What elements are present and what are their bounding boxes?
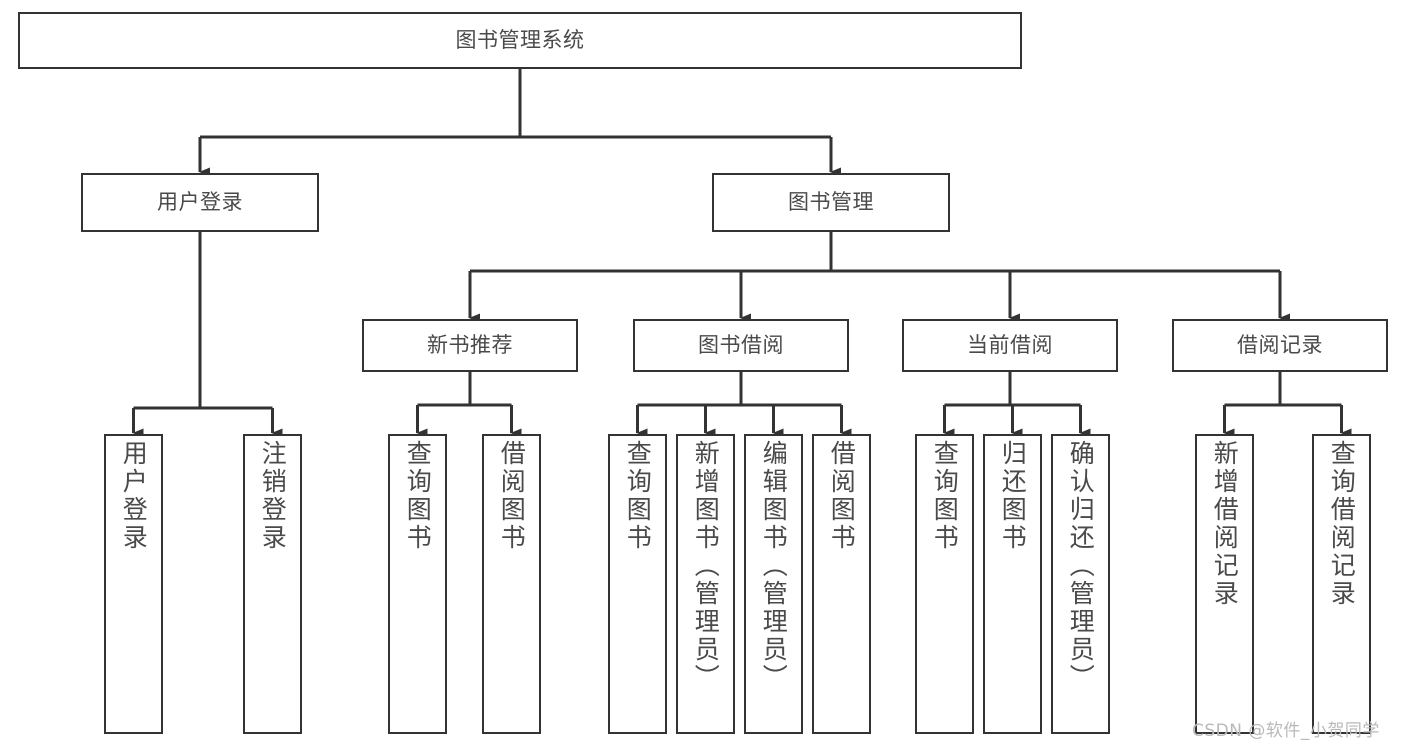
node-new-book-rec[interactable]: 新书推荐 [362, 319, 578, 372]
node-label: 查询图书 [623, 440, 653, 552]
node-label: 借阅图书 [827, 440, 857, 552]
node-label: 新增借阅记录 [1210, 440, 1240, 608]
node-borrow-record[interactable]: 借阅记录 [1172, 319, 1388, 372]
node-label: 用户登录 [119, 440, 149, 552]
node-label: 借阅记录 [1237, 332, 1323, 357]
node-book-borrow[interactable]: 图书借阅 [633, 319, 849, 372]
node-label: 编辑图书（管理员） [759, 440, 789, 692]
edge-group [132, 69, 1352, 438]
node-leaf-query-record[interactable]: 查询借阅记录 [1312, 434, 1371, 734]
node-label: 新书推荐 [427, 332, 513, 357]
node-label: 查询图书 [403, 440, 433, 552]
node-leaf-logout[interactable]: 注销登录 [243, 434, 302, 734]
node-label: 用户登录 [157, 189, 243, 214]
node-leaf-confirm-return[interactable]: 确认归还（管理员） [1051, 434, 1110, 734]
node-label: 确认归还（管理员） [1066, 440, 1096, 692]
node-leaf-user-login[interactable]: 用户登录 [104, 434, 163, 734]
node-user-login[interactable]: 用户登录 [81, 173, 319, 232]
node-leaf-add-book[interactable]: 新增图书（管理员） [676, 434, 735, 734]
node-label: 图书管理系统 [455, 27, 585, 52]
node-label: 图书管理 [788, 189, 874, 214]
node-label: 查询借阅记录 [1327, 440, 1357, 608]
node-leaf-return-book[interactable]: 归还图书 [983, 434, 1042, 734]
node-current-borrow[interactable]: 当前借阅 [902, 319, 1118, 372]
node-root[interactable]: 图书管理系统 [18, 12, 1022, 69]
csdn-watermark: CSDN @软件_小贺同学 [1192, 721, 1380, 741]
node-book-manage[interactable]: 图书管理 [712, 173, 950, 232]
node-label: 图书借阅 [698, 332, 784, 357]
node-leaf-query-book-1[interactable]: 查询图书 [388, 434, 447, 734]
node-label: 注销登录 [258, 440, 288, 552]
node-leaf-query-book-3[interactable]: 查询图书 [915, 434, 974, 734]
node-leaf-edit-book[interactable]: 编辑图书（管理员） [744, 434, 803, 734]
node-leaf-add-record[interactable]: 新增借阅记录 [1195, 434, 1254, 734]
node-leaf-borrow-book-2[interactable]: 借阅图书 [812, 434, 871, 734]
node-leaf-query-book-2[interactable]: 查询图书 [608, 434, 667, 734]
node-label: 当前借阅 [967, 332, 1053, 357]
node-label: 新增图书（管理员） [691, 440, 721, 692]
node-label: 查询图书 [930, 440, 960, 552]
node-leaf-borrow-book-1[interactable]: 借阅图书 [482, 434, 541, 734]
node-label: 归还图书 [998, 440, 1028, 552]
node-label: 借阅图书 [497, 440, 527, 552]
